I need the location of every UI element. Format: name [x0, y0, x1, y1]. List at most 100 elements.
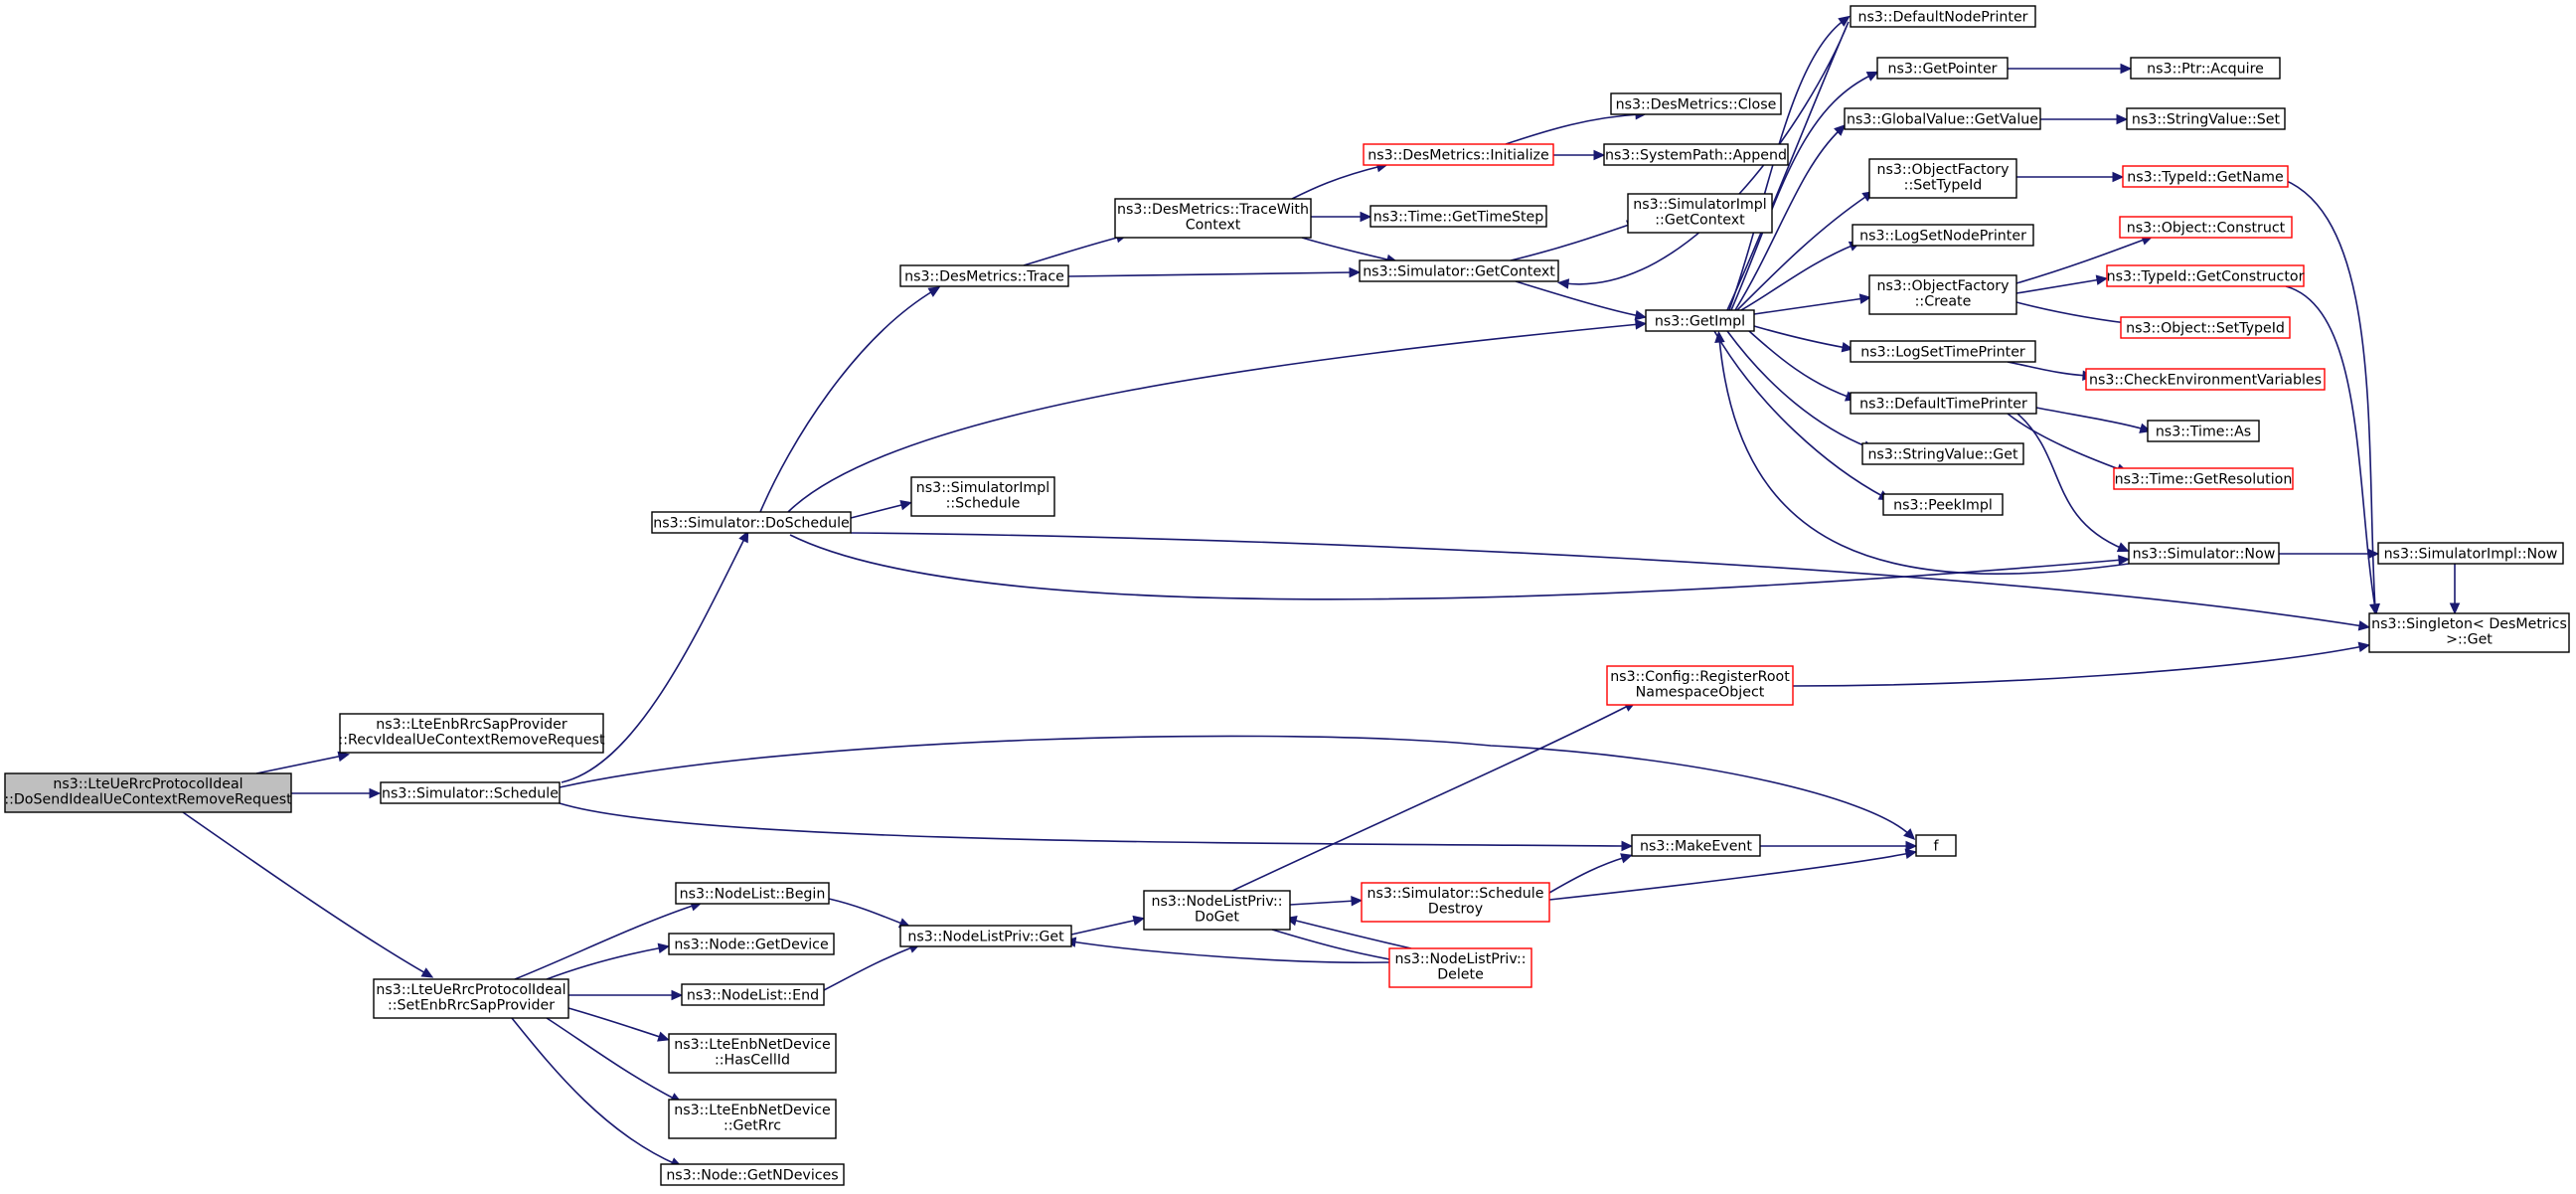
node-label-line: ns3::Singleton< DesMetrics: [2371, 616, 2567, 632]
node-schedule[interactable]: ns3::Simulator::Schedule: [380, 781, 561, 804]
node-box: [1610, 92, 1782, 115]
edge-ofCreate-to-tidGetCtor: [2015, 274, 2109, 294]
node-label-line: ns3::Simulator::Schedule: [382, 786, 559, 802]
node-label-line: ns3::LteUeRrcProtocolIdeal: [53, 776, 242, 792]
node-getPointer[interactable]: ns3::GetPointer: [1876, 57, 2009, 80]
node-box: [1876, 57, 2009, 80]
node-label-line: ns3::Simulator::GetContext: [1363, 264, 1555, 280]
node-box: [1361, 882, 1550, 923]
node-desClose[interactable]: ns3::DesMetrics::Close: [1610, 92, 1782, 115]
edge-defTimePrinter-to-simNow: [2016, 413, 2130, 553]
node-box: [2126, 107, 2286, 130]
edge-tidGetName-to-singleton: [2275, 176, 2380, 616]
node-simNow[interactable]: ns3::Simulator::Now: [2128, 542, 2280, 565]
node-objConstruct[interactable]: ns3::Object::Construct: [2119, 216, 2293, 239]
node-getRrc[interactable]: ns3::LteEnbNetDevice::GetRrc: [668, 1099, 837, 1139]
node-hasCellId[interactable]: ns3::LteEnbNetDevice::HasCellId: [668, 1033, 837, 1074]
node-box: [1861, 442, 2024, 465]
node-box: [668, 1033, 837, 1074]
edge-desTrace-to-getContext: [1067, 266, 1362, 278]
node-label-line: ns3::LogSetNodePrinter: [1859, 229, 2026, 245]
node-logSetNodePrinter[interactable]: ns3::LogSetNodePrinter: [1852, 224, 2034, 247]
node-getContext[interactable]: ns3::Simulator::GetContext: [1359, 259, 1559, 282]
node-box: [899, 925, 1072, 947]
node-tidGetName[interactable]: ns3::TypeId::GetName: [2122, 165, 2289, 188]
edge-getImpl-to-defTimePrinter: [1748, 330, 1857, 402]
node-box: [1114, 198, 1312, 239]
node-label-line: ns3::NodeListPriv::Get: [907, 930, 1064, 945]
edge-scheduleDestroy-to-makeEvent: [1548, 853, 1633, 894]
node-desInit[interactable]: ns3::DesMetrics::Initialize: [1363, 143, 1554, 166]
node-label-line: NamespaceObject: [1636, 685, 1765, 701]
node-nlBegin[interactable]: ns3::NodeList::Begin: [675, 882, 830, 905]
edge-simNow-to-getImpl: [1714, 330, 2130, 575]
node-label-line: >::Get: [2446, 632, 2493, 648]
node-box: [1631, 834, 1761, 857]
node-singleton[interactable]: ns3::Singleton< DesMetrics>::Get: [2368, 612, 2570, 653]
node-getNDevices[interactable]: ns3::Node::GetNDevices: [660, 1163, 845, 1186]
edge-nlpDoGet-to-scheduleDestroy: [1289, 896, 1364, 907]
node-box: [1844, 107, 2041, 130]
node-logSetTimePrinter[interactable]: ns3::LogSetTimePrinter: [1850, 340, 2036, 363]
node-root[interactable]: ns3::LteUeRrcProtocolIdeal::DoSendIdealU…: [4, 772, 292, 813]
node-box: [668, 933, 835, 955]
node-label-line: ns3::LogSetTimePrinter: [1860, 345, 2025, 361]
node-ofSetTypeId[interactable]: ns3::ObjectFactory::SetTypeId: [1868, 158, 2017, 199]
node-makeEvent[interactable]: ns3::MakeEvent: [1631, 834, 1761, 857]
node-box: [1850, 5, 2036, 28]
node-sysAppend[interactable]: ns3::SystemPath::Append: [1603, 143, 1789, 166]
node-recvIdeal[interactable]: ns3::LteEnbRrcSapProvider::RecvIdealUeCo…: [338, 713, 605, 754]
node-label-line: ns3::SimulatorImpl: [1633, 197, 1766, 213]
node-getImpl[interactable]: ns3::GetImpl: [1645, 309, 1755, 332]
node-timeGetRes[interactable]: ns3::Time::GetResolution: [2113, 467, 2294, 490]
node-label-line: DoGet: [1195, 910, 1239, 926]
edge-config-to-singleton: [1792, 641, 2371, 687]
edge-root-to-schedule: [291, 787, 382, 799]
node-getTimeStep[interactable]: ns3::Time::GetTimeStep: [1369, 205, 1547, 228]
node-label-line: ns3::TypeId::GetName: [2127, 170, 2283, 186]
node-objSetTypeId[interactable]: ns3::Object::SetTypeId: [2120, 316, 2291, 339]
node-checkEnv[interactable]: ns3::CheckEnvironmentVariables: [2085, 368, 2326, 391]
node-box: [899, 264, 1069, 287]
node-nlEnd[interactable]: ns3::NodeList::End: [681, 983, 825, 1006]
node-label-line: ns3::Time::As: [2156, 425, 2251, 440]
node-desTrace[interactable]: ns3::DesMetrics::Trace: [899, 264, 1069, 287]
node-simImplNow[interactable]: ns3::SimulatorImpl::Now: [2377, 542, 2564, 565]
node-label-line: ns3::DesMetrics::TraceWith: [1117, 202, 1309, 218]
node-svSet[interactable]: ns3::StringValue::Set: [2126, 107, 2286, 130]
node-box: [1852, 224, 2034, 247]
node-ofCreate[interactable]: ns3::ObjectFactory::Create: [1868, 274, 2017, 315]
node-tidGetCtor[interactable]: ns3::TypeId::GetConstructor: [2106, 264, 2305, 287]
node-box: [1850, 392, 2037, 415]
node-box: [2130, 57, 2281, 80]
node-nlpDelete[interactable]: ns3::NodeListPriv::Delete: [1388, 947, 1532, 988]
node-doSchedule[interactable]: ns3::Simulator::DoSchedule: [651, 511, 852, 534]
node-defNodePrinter[interactable]: ns3::DefaultNodePrinter: [1850, 5, 2036, 28]
node-simImplGetContext[interactable]: ns3::SimulatorImpl::GetContext: [1627, 193, 1773, 234]
node-peekImpl[interactable]: ns3::PeekImpl: [1882, 493, 2004, 516]
edge-nlpDoGet-to-config: [1231, 701, 1637, 892]
node-f[interactable]: f: [1915, 834, 1957, 857]
node-defTimePrinter[interactable]: ns3::DefaultTimePrinter: [1850, 392, 2037, 415]
node-timeAs[interactable]: ns3::Time::As: [2147, 420, 2260, 442]
node-gvGetValue[interactable]: ns3::GlobalValue::GetValue: [1844, 107, 2041, 130]
edge-gvGetValue-to-svSet: [2040, 113, 2129, 125]
node-label-line: Destroy: [1428, 902, 1483, 918]
node-svGet[interactable]: ns3::StringValue::Get: [1861, 442, 2024, 465]
node-label-line: ns3::Node::GetNDevices: [666, 1168, 838, 1184]
node-label-line: ns3::SimulatorImpl::Now: [2384, 547, 2558, 563]
node-nlpDoGet[interactable]: ns3::NodeListPriv::DoGet: [1143, 890, 1291, 931]
node-nodeGetDevice[interactable]: ns3::Node::GetDevice: [668, 933, 835, 955]
node-box: [339, 713, 604, 754]
node-label-line: ::GetContext: [1655, 213, 1745, 229]
node-label-line: ns3::LteUeRrcProtocolIdeal: [376, 982, 565, 998]
node-ptrAcquire[interactable]: ns3::Ptr::Acquire: [2130, 57, 2281, 80]
node-label-line: ns3::LteEnbNetDevice: [674, 1037, 831, 1053]
node-simImplSchedule[interactable]: ns3::SimulatorImpl::Schedule: [910, 476, 1055, 517]
node-box: [2122, 165, 2289, 188]
node-setEnb[interactable]: ns3::LteUeRrcProtocolIdeal::SetEnbRrcSap…: [373, 978, 569, 1019]
node-nlpGet[interactable]: ns3::NodeListPriv::Get: [899, 925, 1072, 947]
